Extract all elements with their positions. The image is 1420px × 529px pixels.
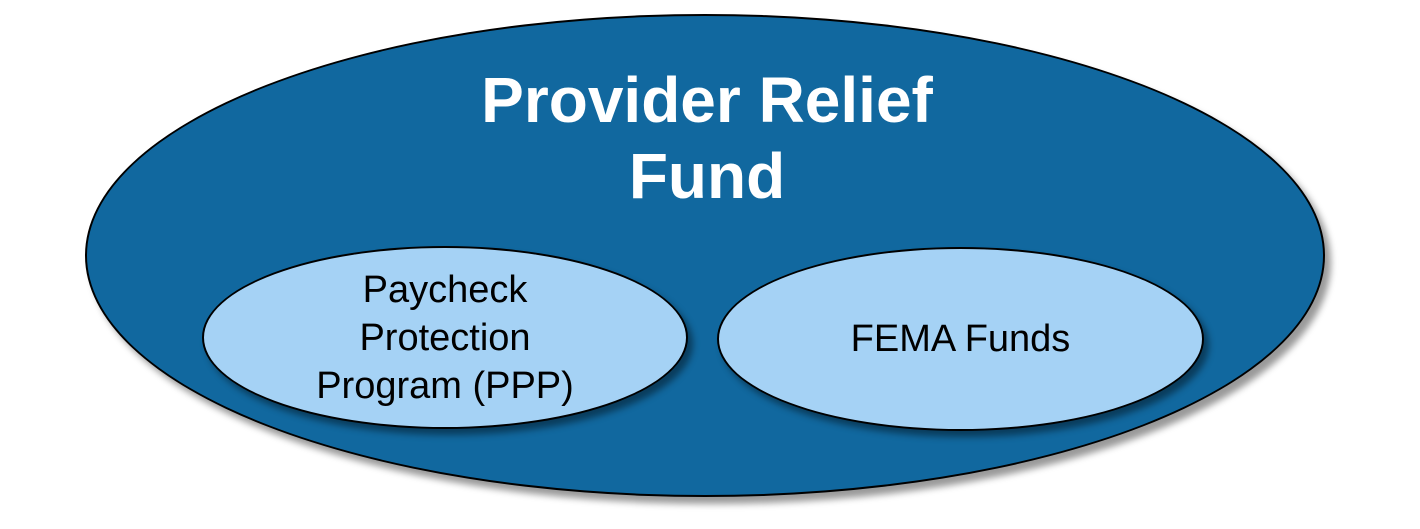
inner-ellipse-fema-label: FEMA Funds [850, 318, 1071, 360]
inner-ellipse-fema: FEMA Funds [717, 247, 1204, 431]
inner-ellipse-ppp-label: Paycheck Protection Program (PPP) [316, 268, 574, 407]
outer-ellipse-provider-relief-fund [85, 14, 1325, 497]
outer-ellipse-label: Provider Relief Fund [481, 64, 933, 212]
inner-ellipse-ppp: Paycheck Protection Program (PPP) [202, 246, 688, 429]
